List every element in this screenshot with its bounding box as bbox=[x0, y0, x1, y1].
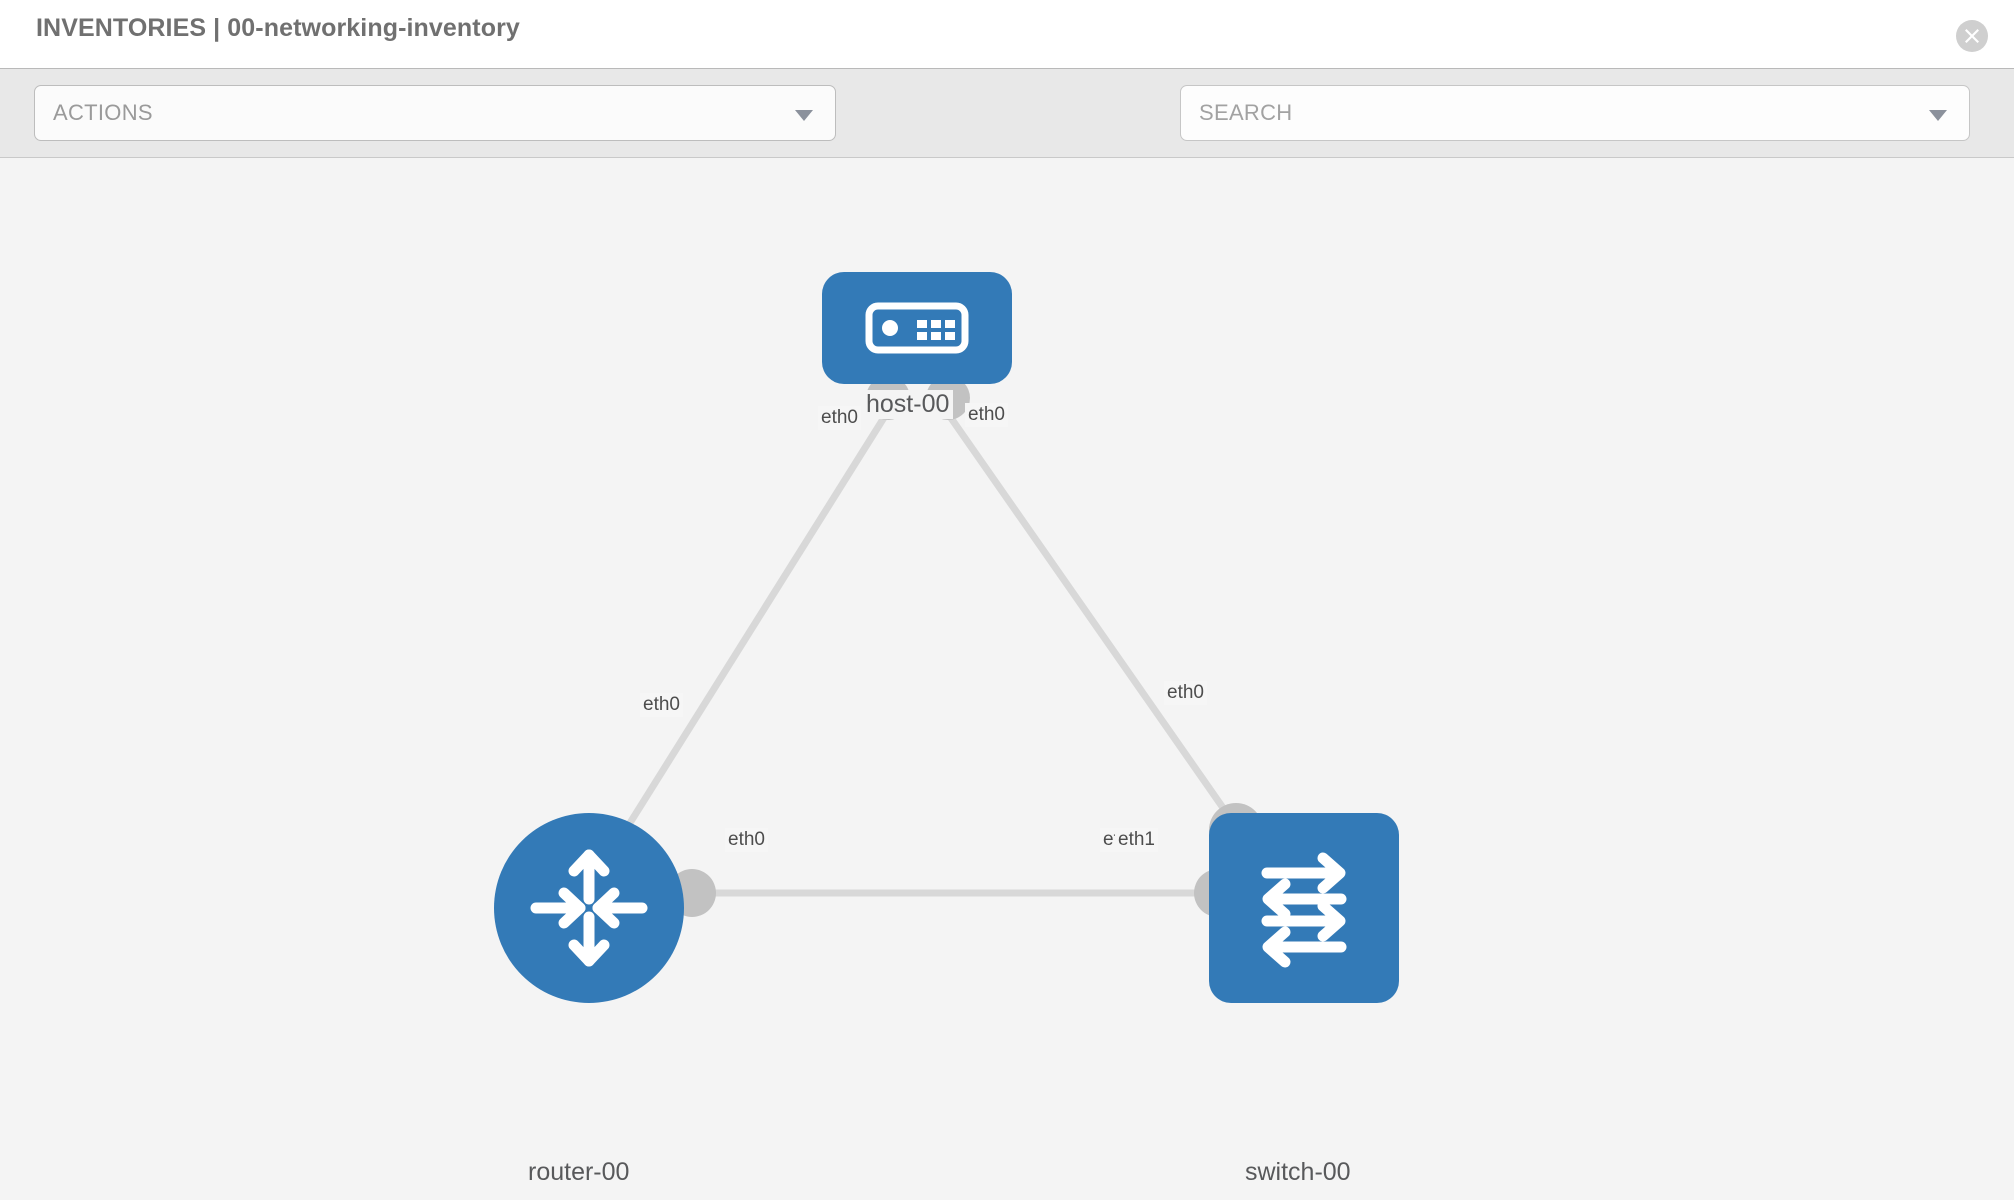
node-label-switch-00: switch-00 bbox=[1241, 1158, 1355, 1187]
node-background bbox=[1209, 813, 1399, 1003]
iface-label-switch-left-eth1: eth1 bbox=[1115, 828, 1158, 852]
node-background bbox=[494, 813, 684, 1003]
actions-dropdown-label: ACTIONS bbox=[53, 100, 153, 125]
topology-node-router-00[interactable] bbox=[494, 813, 684, 1003]
server-icon bbox=[865, 302, 969, 354]
iface-label-switch-up: eth0 bbox=[1164, 681, 1207, 705]
topology-node-host-00[interactable] bbox=[822, 272, 1012, 384]
close-icon[interactable] bbox=[1956, 20, 1988, 52]
iface-label-host-left: eth0 bbox=[818, 406, 861, 430]
iface-label-router-right: eth0 bbox=[725, 828, 768, 852]
node-label-router-00: router-00 bbox=[524, 1158, 634, 1187]
switch-arrows-icon bbox=[1261, 852, 1347, 968]
iface-label-host-right: eth0 bbox=[965, 403, 1008, 427]
search-placeholder: SEARCH bbox=[1199, 100, 1293, 125]
iface-label-router-up: eth0 bbox=[640, 693, 683, 717]
search-input[interactable]: SEARCH bbox=[1180, 85, 1970, 141]
chevron-down-icon bbox=[795, 110, 813, 121]
router-arrows-icon bbox=[530, 849, 648, 967]
toolbar: ACTIONS SEARCH bbox=[0, 68, 2014, 196]
page-header: INVENTORIES | 00-networking-inventory bbox=[0, 0, 2014, 68]
chevron-down-icon[interactable] bbox=[1929, 110, 1947, 121]
topology-canvas[interactable]: host-00 router-00 switch-00 eth0 eth0 et… bbox=[0, 158, 2014, 1200]
actions-dropdown[interactable]: ACTIONS bbox=[34, 85, 836, 141]
page-title: INVENTORIES | 00-networking-inventory bbox=[36, 14, 520, 42]
node-label-host-00: host-00 bbox=[862, 390, 954, 419]
link-host-switch bbox=[941, 405, 1261, 861]
topology-node-switch-00[interactable] bbox=[1209, 813, 1399, 1003]
link-router-host bbox=[605, 406, 893, 860]
